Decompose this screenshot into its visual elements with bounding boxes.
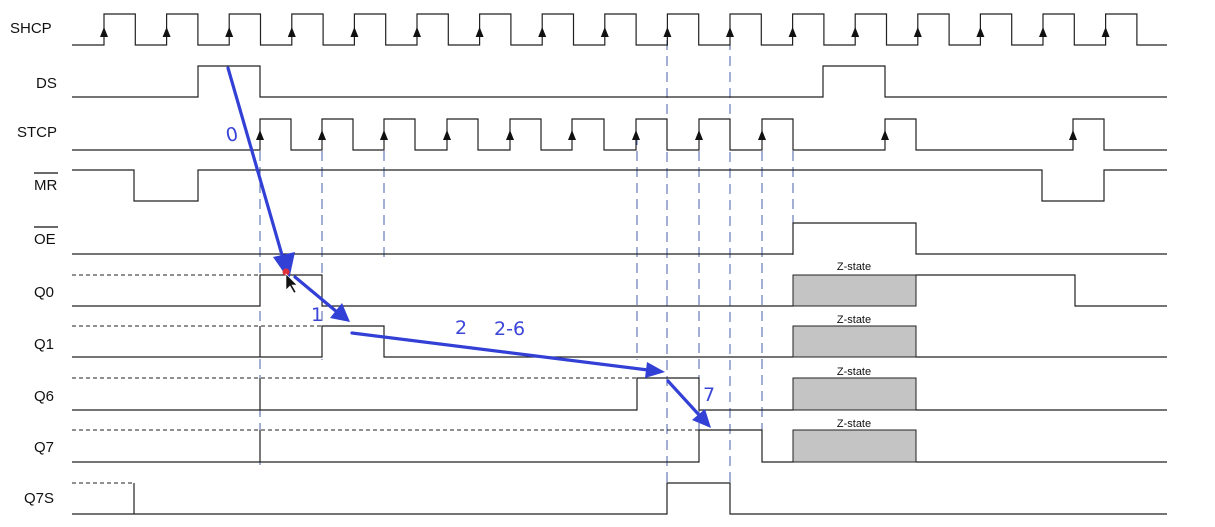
waveform-q7s [72, 482, 1167, 515]
rising-edge-arrow [225, 27, 234, 37]
label-q0: Q0 [34, 284, 54, 301]
rising-edge-arrow [726, 27, 734, 37]
rising-edge-arrow [538, 27, 547, 37]
rising-edge-arrow [600, 27, 609, 37]
cursor-dot [282, 268, 290, 276]
rising-edge-arrow [976, 27, 985, 37]
waveform-stcp [72, 118, 1167, 151]
rising-edge-arrow [475, 27, 484, 37]
rising-edge-arrow [1101, 27, 1110, 37]
rising-edge-arrow [881, 130, 889, 140]
annotation-step-1: 1 [311, 304, 323, 326]
label-q7s: Q7S [24, 490, 54, 507]
rising-edge-arrow [851, 27, 860, 37]
rising-edge-arrow [162, 27, 171, 37]
z-state-box-q1 [792, 325, 917, 358]
rising-edge-arrow [758, 130, 766, 140]
waveform-q0: Z-state [72, 261, 1167, 307]
waveform-q7: Z-state [72, 418, 1167, 463]
z-state-label-q7: Z-state [837, 418, 871, 430]
rising-edge-arrow [318, 130, 326, 140]
z-state-label-q1: Z-state [837, 314, 871, 326]
rising-edge-arrow [1039, 27, 1047, 37]
annotation-step-2: 2 [455, 317, 467, 339]
label-oe: OE [34, 231, 56, 248]
rising-edge-arrow [413, 27, 421, 37]
z-state-box-q0 [792, 274, 917, 307]
rising-edge-arrow [913, 27, 922, 37]
waveform-q6: Z-state [72, 366, 1167, 411]
z-state-box-q7 [792, 429, 917, 463]
waveform-oe [72, 222, 1167, 255]
label-q7: Q7 [34, 439, 54, 456]
label-ds: DS [36, 75, 57, 92]
waveform-shcp [72, 13, 1167, 46]
label-mr: MR [34, 177, 57, 194]
z-state-label-q6: Z-state [837, 366, 871, 378]
rising-edge-arrow [100, 27, 108, 37]
rising-edge-arrow [443, 130, 451, 140]
label-shcp: SHCP [10, 20, 52, 37]
rising-edge-arrow [506, 130, 514, 140]
guide-lines [259, 40, 794, 515]
rising-edge-arrow [350, 27, 359, 37]
z-state-box-q6 [792, 377, 917, 411]
rising-edge-arrow [1069, 130, 1077, 140]
rising-edge-arrow [695, 130, 703, 140]
label-q1: Q1 [34, 336, 54, 353]
rising-edge-arrow [256, 130, 264, 140]
annotation-step-7: 7 [703, 384, 715, 406]
signal-labels: SHCP DS STCP MR OE Q0 Q1 Q6 Q7 Q7S [10, 20, 58, 507]
rising-edge-arrow [568, 130, 576, 140]
label-q6: Q6 [34, 388, 54, 405]
z-state-label-q0: Z-state [837, 261, 871, 273]
rising-edge-arrow [788, 27, 797, 37]
handwritten-annotations: 0 1 2 2-6 7 [224, 66, 715, 428]
rising-edge-arrow [663, 27, 672, 37]
waveform-q1: Z-state [72, 314, 1167, 358]
annotation-step-0: 0 [224, 123, 240, 147]
annotation-step-2-6: 2-6 [494, 318, 525, 340]
label-stcp: STCP [17, 124, 57, 141]
rising-edge-arrow [380, 130, 388, 140]
rising-edge-arrow [287, 27, 296, 37]
rising-edge-arrow [632, 130, 640, 140]
waveform-mr [72, 169, 1167, 202]
mouse-pointer-icon [285, 273, 298, 294]
waveform-ds [72, 65, 1167, 98]
